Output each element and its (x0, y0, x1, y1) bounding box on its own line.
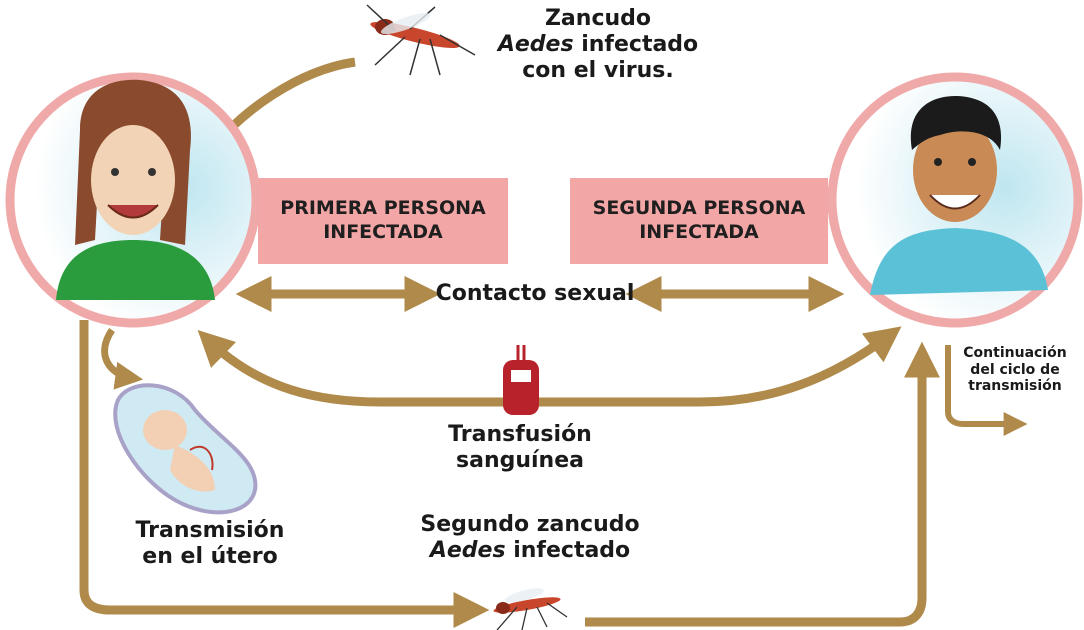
continuation-line2: del ciclo de (970, 361, 1060, 378)
mosquito-species: Aedes (497, 31, 574, 57)
mosquito-label-line2: infectado (573, 31, 699, 57)
arrow-continuation (945, 345, 1028, 436)
uterus-label: Transmisión en el útero (110, 518, 310, 570)
mosquito-label-line3: con el virus. (522, 57, 674, 83)
person2-banner: SEGUNDA PERSONA INFECTADA (570, 178, 828, 264)
transfusion-line1: Transfusión (448, 422, 592, 447)
woman-avatar (5, 72, 261, 328)
person1-banner: PRIMERA PERSONA INFECTADA (258, 178, 508, 264)
transfusion-label: Transfusión sanguínea (420, 422, 620, 474)
person1-line2: INFECTADA (323, 221, 443, 243)
mosquito-label: Zancudo Aedes infectado con el virus. (478, 6, 718, 84)
uterus-line2: en el útero (142, 543, 278, 569)
arrow-mosquito2-to-person2 (585, 341, 940, 627)
transfusion-line2: sanguínea (456, 447, 584, 473)
fetus-icon (113, 383, 258, 515)
mosquito2-label: Segundo zancudo Aedes infectado (400, 512, 660, 564)
arrow-transfusion (197, 326, 902, 407)
man-avatar (827, 72, 1083, 328)
continuation-line1: Continuación (963, 345, 1067, 361)
mosquito2-species: Aedes (429, 537, 506, 563)
mosquito2-line2: infectado (505, 537, 631, 563)
continuation-label: Continuación del ciclo de transmisión (950, 345, 1080, 395)
person2-line1: SEGUNDA PERSONA (592, 197, 806, 220)
mosquito2-line1: Segundo zancudo (420, 512, 640, 537)
person1-line1: PRIMERA PERSONA (280, 197, 486, 220)
arrow-bottom-to-mosquito2 (79, 320, 490, 628)
mosquito-icon (366, 4, 476, 76)
sexual-contact-label: Contacto sexual (435, 281, 635, 306)
mosquito-label-line1: Zancudo (544, 6, 652, 31)
arrow-to-uterus (101, 328, 144, 390)
mosquito-icon-2 (493, 588, 568, 630)
person2-line2: INFECTADA (639, 221, 759, 243)
uterus-line1: Transmisión (135, 518, 285, 543)
continuation-line3: transmisión (968, 378, 1062, 395)
blood-bag-icon (503, 345, 539, 415)
